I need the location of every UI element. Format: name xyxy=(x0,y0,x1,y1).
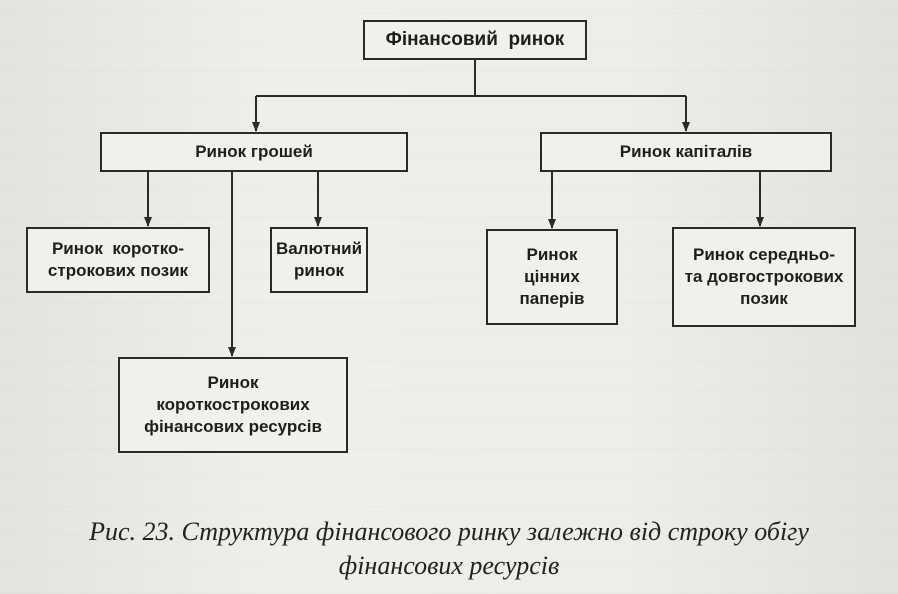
node-short-term-resources: Ринок короткострокових фінансових ресурс… xyxy=(118,357,348,453)
node-currency-market: Валютний ринок xyxy=(270,227,368,293)
node-financial-market-label: Фінансовий ринок xyxy=(385,29,565,50)
node-short-term-loans-line2: строкових позик xyxy=(47,261,189,280)
node-short-term-loans-line1: Ринок коротко- xyxy=(51,239,185,258)
node-capital-market: Ринок капіталів xyxy=(540,132,832,172)
node-currency-market-line2: ринок xyxy=(294,261,344,280)
node-capital-market-label: Ринок капіталів xyxy=(619,142,753,161)
node-securities-market-line2: цінних xyxy=(524,267,580,286)
figure-caption-line2: фінансових ресурсів xyxy=(338,551,560,580)
node-short-term-resources-line2: короткострокових xyxy=(156,395,310,414)
figure-caption-line1: Рис. 23. Структура фінансового ринку зал… xyxy=(89,517,809,546)
node-securities-market: Ринок цінних паперів xyxy=(486,229,618,325)
node-money-market-label: Ринок грошей xyxy=(195,142,313,161)
node-medium-long-loans-line3: позик xyxy=(740,289,788,308)
node-currency-market-line1: Валютний xyxy=(275,239,363,258)
node-short-term-loans: Ринок коротко- строкових позик xyxy=(26,227,210,293)
node-securities-market-line3: паперів xyxy=(519,289,585,308)
node-medium-long-loans-line1: Ринок середньо- xyxy=(693,245,835,264)
node-money-market: Ринок грошей xyxy=(100,132,408,172)
node-short-term-resources-line1: Ринок xyxy=(207,373,259,392)
node-financial-market: Фінансовий ринок xyxy=(363,20,587,60)
node-medium-long-loans: Ринок середньо- та довгострокових позик xyxy=(672,227,856,327)
node-securities-market-line1: Ринок xyxy=(526,245,578,264)
node-medium-long-loans-line2: та довгострокових xyxy=(684,267,844,286)
node-short-term-resources-line3: фінансових ресурсів xyxy=(144,417,322,436)
